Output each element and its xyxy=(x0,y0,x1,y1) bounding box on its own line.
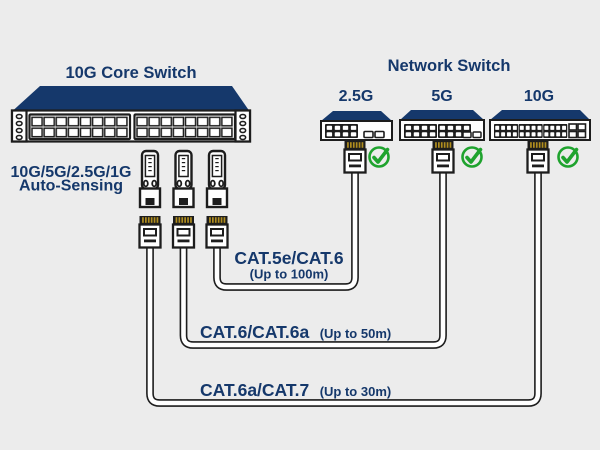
svg-text:Auto-Sensing: Auto-Sensing xyxy=(19,178,123,195)
sfp-transceiver xyxy=(205,149,229,209)
core-port-bank xyxy=(28,113,132,141)
rj45-connector xyxy=(171,214,196,249)
core-switch xyxy=(10,86,252,143)
rj45-connector xyxy=(343,139,367,174)
rj45-connector xyxy=(526,139,550,174)
switch-2-5g xyxy=(320,111,393,141)
switch-5g xyxy=(399,110,485,141)
network-switch-heading: Network Switch xyxy=(388,57,511,75)
rj45-connector xyxy=(431,139,455,174)
cable-cat6a-cat7 xyxy=(146,170,542,407)
svg-text:(Up to 100m): (Up to 100m) xyxy=(250,267,329,282)
core-port-bank xyxy=(133,113,237,141)
sfp-transceivers xyxy=(138,149,229,209)
rack-ear-left xyxy=(10,109,28,143)
svg-text:10G/5G/2.5G/1G: 10G/5G/2.5G/1G xyxy=(11,164,132,181)
switch-label-10g: 10G xyxy=(524,88,554,105)
check-circle-icon xyxy=(460,145,484,169)
rack-ear-right xyxy=(234,109,252,143)
cable-label-cat6-cat6a: CAT.6/CAT.6a (Up to 50m) xyxy=(200,322,391,342)
core-switch-top xyxy=(13,86,249,111)
sfp-transceiver xyxy=(172,149,195,209)
rj45-connector xyxy=(138,214,162,249)
switch-label-2-5g: 2.5G xyxy=(339,88,374,105)
sfp-transceiver xyxy=(138,149,162,209)
core-switch-title: 10G Core Switch xyxy=(65,64,196,82)
switch-10g xyxy=(489,110,591,141)
check-circle-icon xyxy=(556,145,580,169)
rj45-connector xyxy=(205,214,229,249)
auto-sensing-label: 10G/5G/2.5G/1G Auto-Sensing xyxy=(11,164,132,195)
core-side-connectors xyxy=(138,214,229,249)
cable-label-cat6a-cat7: CAT.6a/CAT.7 (Up to 30m) xyxy=(200,380,391,400)
check-circle-icon xyxy=(367,145,391,169)
cable-cat6-cat6a xyxy=(179,170,447,349)
switch-label-5g: 5G xyxy=(431,88,452,105)
cable-cat5e-cat6 xyxy=(213,170,359,291)
cable-label-cat5e-cat6: CAT.5e/CAT.6 (Up to 100m) xyxy=(234,248,344,282)
svg-text:CAT.5e/CAT.6: CAT.5e/CAT.6 xyxy=(234,248,344,268)
